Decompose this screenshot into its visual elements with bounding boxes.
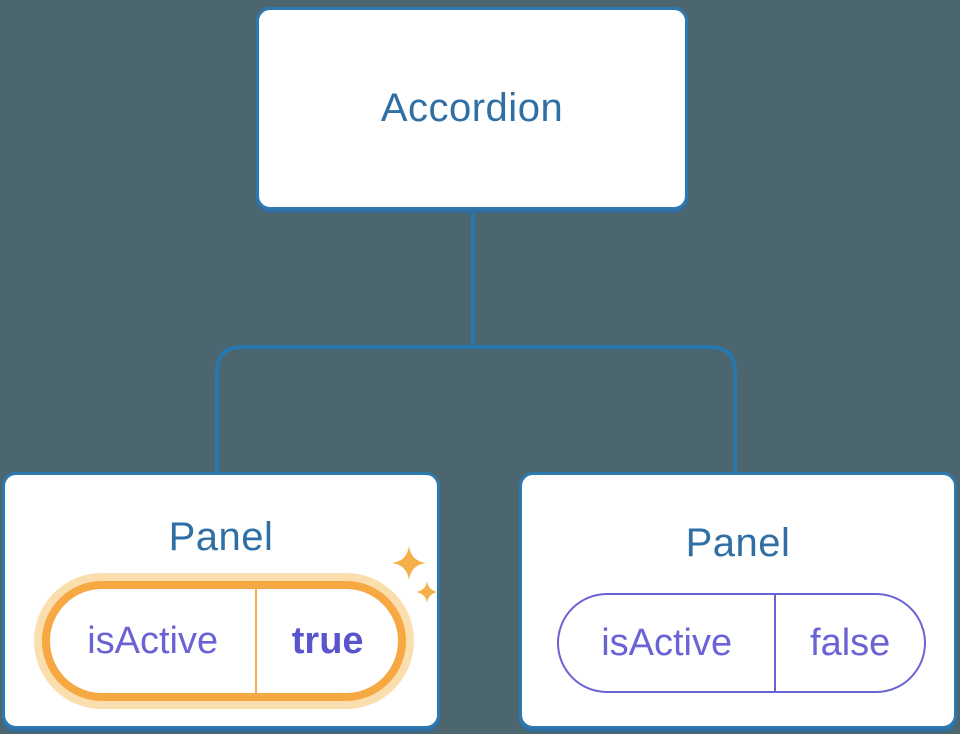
panel-title: Panel — [168, 515, 274, 559]
connector-branch — [215, 345, 737, 474]
panel-title: Panel — [685, 521, 791, 565]
panel-node-active: Panel isActive true — [2, 472, 440, 729]
sparkle-icon — [392, 546, 438, 603]
accordion-label: Accordion — [380, 86, 564, 130]
state-value-label: false — [810, 621, 891, 664]
state-pill-inactive: isActive false — [557, 593, 926, 693]
pill-divider — [774, 595, 777, 691]
state-pill-active: isActive true — [42, 581, 406, 701]
state-key-label: isActive — [601, 621, 733, 664]
sparkle-small — [416, 581, 438, 603]
state-value-label: true — [291, 619, 364, 662]
accordion-node: Accordion — [256, 7, 688, 210]
sparkle-large — [392, 546, 426, 580]
pill-divider — [255, 589, 258, 693]
state-key-label: isActive — [87, 619, 219, 662]
panel-node-inactive: Panel isActive false — [519, 472, 957, 729]
